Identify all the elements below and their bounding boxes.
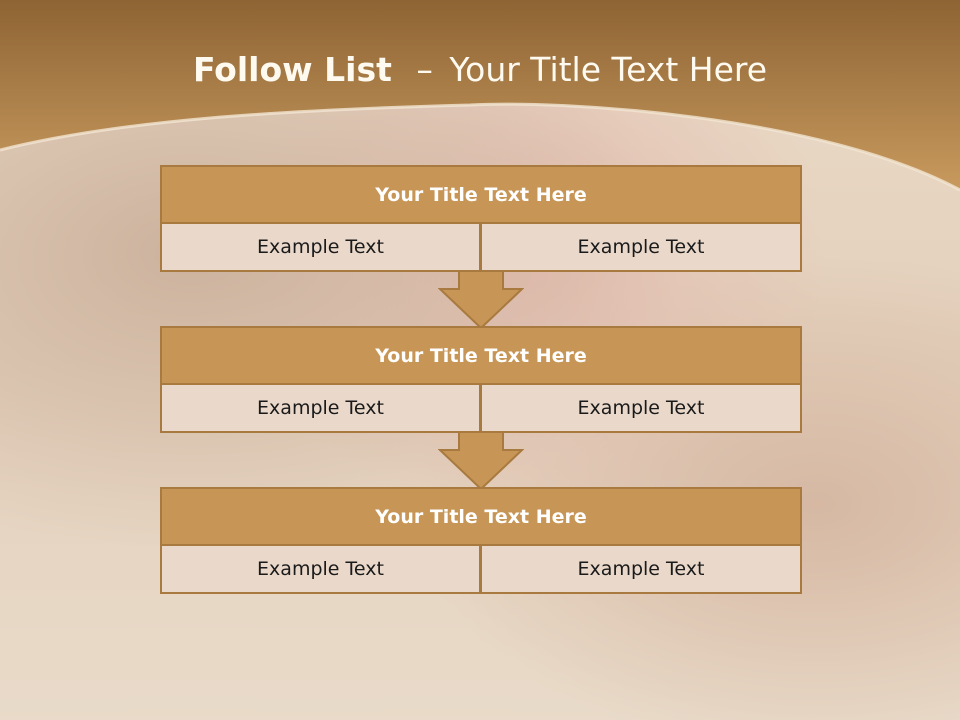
row-title: Your Title Text Here (160, 165, 802, 224)
row-right-text: Example Text (480, 383, 802, 433)
title-bold: Follow List (192, 50, 392, 89)
row-left-text: Example Text (160, 222, 481, 272)
down-arrow-icon (438, 431, 524, 491)
row-right-text: Example Text (480, 544, 802, 594)
row-title: Your Title Text Here (160, 487, 802, 546)
row-title: Your Title Text Here (160, 326, 802, 385)
title-separator: – (416, 50, 433, 89)
header-band (0, 0, 960, 192)
row-left-text: Example Text (160, 544, 481, 594)
title-rest: Your Title Text Here (449, 50, 768, 89)
slide-title: Follow List – Your Title Text Here (0, 50, 960, 89)
row-right-text: Example Text (480, 222, 802, 272)
row-left-text: Example Text (160, 383, 481, 433)
down-arrow-icon (438, 270, 524, 330)
